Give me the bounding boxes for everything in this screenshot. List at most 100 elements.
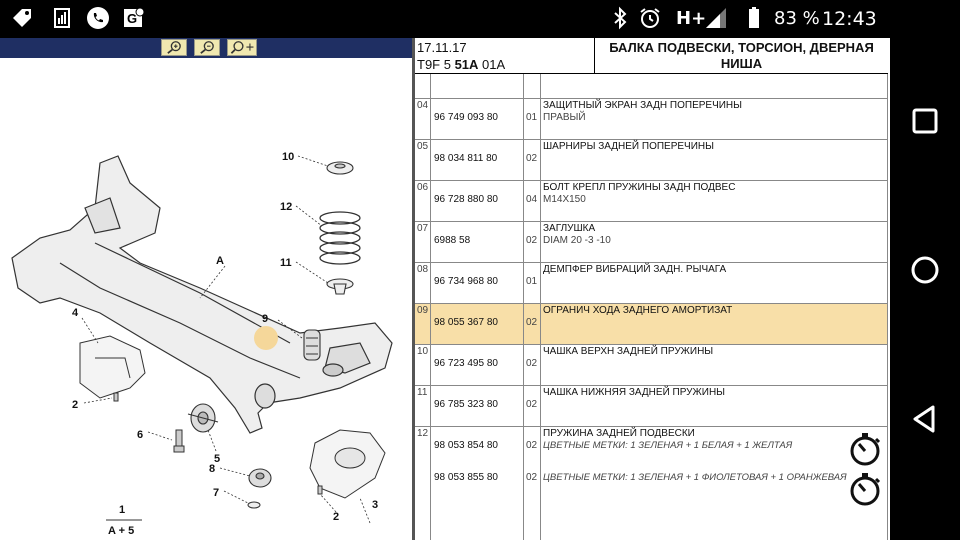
part-description: ЧАШКА НИЖНЯЯ ЗАДНЕЙ ПРУЖИНЫ (543, 387, 726, 398)
callout-10[interactable]: 10 (282, 151, 294, 163)
part-number[interactable]: 98 055 367 80 (434, 317, 498, 328)
part-number[interactable]: 98 053 854 80 (434, 440, 498, 451)
callout-a[interactable]: A (216, 255, 224, 267)
row-number: 07 (415, 222, 431, 262)
zoom-out-icon[interactable] (194, 39, 220, 56)
part-spec: M14X150 (543, 194, 586, 205)
navigation-bar (890, 0, 960, 540)
quantity: 04 (526, 194, 538, 205)
callout-8[interactable]: 8 (209, 463, 215, 475)
header-date: 17.11.17 (417, 40, 467, 55)
heat-shield-3 (309, 429, 386, 499)
quantity: 02 (526, 153, 538, 164)
callout-3[interactable]: 3 (372, 499, 378, 511)
row-number: 08 (415, 263, 431, 303)
part-number[interactable]: 98 034 811 80 (434, 153, 498, 164)
part-spec: ПРАВЫЙ (543, 112, 586, 123)
header-info: 17.11.17 T9F 5 51A 01A (415, 38, 595, 74)
variant-note: ЦВЕТНЫЕ МЕТКИ: 1 ЗЕЛЕНАЯ + 1 ФИОЛЕТОВАЯ … (543, 472, 847, 483)
quantity: 02 (526, 317, 538, 328)
alarm-icon (640, 8, 660, 28)
svg-text:G: G (127, 11, 137, 26)
callout-9[interactable]: 9 (262, 313, 268, 325)
quantity: 02 (526, 399, 538, 410)
callout-4[interactable]: 4 (72, 307, 79, 319)
maps-icon: G (124, 7, 145, 27)
callout-12[interactable]: 12 (280, 201, 292, 213)
part-description: ПРУЖИНА ЗАДНЕЙ ПОДВЕСКИ (543, 428, 695, 439)
part-description: ДЕМПФЕР ВИБРАЦИЙ ЗАДН. РЫЧАГА (543, 264, 727, 275)
part-spec: DIAM 20 -3 -10 (543, 235, 611, 246)
plug-7 (247, 501, 261, 509)
part-number[interactable]: 96 734 968 80 (434, 276, 498, 287)
diagram-toolbar (0, 38, 412, 58)
bump-stop-9 (303, 329, 321, 361)
quantity: 01 (526, 112, 538, 123)
part-number[interactable]: 96 749 093 80 (434, 112, 498, 123)
header-code: T9F 5 51A 01A (417, 57, 506, 72)
zoom-move-icon[interactable] (227, 39, 257, 56)
part-number[interactable]: 96 728 880 80 (434, 194, 498, 205)
stopwatch-icon[interactable] (847, 471, 883, 507)
part-description: ОГРАНИЧ ХОДА ЗАДНЕГО АМОРТИЗАТ (543, 305, 733, 316)
signal-icon (706, 8, 726, 28)
part-number[interactable]: 6988 58 (434, 235, 471, 246)
diagram-pane[interactable]: 10 12 11 A 9 4 2 6 5 8 7 2 3 1 A + 5 (0, 38, 412, 540)
part-number[interactable]: 96 723 495 80 (434, 358, 498, 369)
heat-shield-4 (79, 335, 146, 399)
stopwatch-icon[interactable] (847, 431, 883, 467)
callout-7[interactable]: 7 (213, 487, 219, 499)
bolt-6 (173, 429, 185, 453)
part-description: БОЛТ КРЕПЛ ПРУЖИНЫ ЗАДН ПОДВЕС (543, 182, 736, 193)
variant-note: ЦВЕТНЫЕ МЕТКИ: 1 ЗЕЛЕНАЯ + 1 БЕЛАЯ + 1 Ж… (543, 440, 793, 451)
callout-1[interactable]: 1 (119, 504, 125, 516)
back-button[interactable] (900, 394, 950, 444)
clock: 12:43 (822, 8, 877, 30)
quantity: 01 (526, 276, 538, 287)
zoom-in-icon[interactable] (161, 39, 187, 56)
pane-divider[interactable] (412, 38, 415, 540)
quantity: 02 (526, 472, 538, 483)
leader-lines (81, 155, 371, 524)
row-number: 12 (415, 427, 431, 540)
row-number: 06 (415, 181, 431, 221)
part-number[interactable]: 96 785 323 80 (434, 399, 498, 410)
network-type: H+ (676, 8, 707, 29)
lower-spring-cup-11 (326, 278, 354, 295)
screw-2 (113, 392, 323, 495)
tag-icon (13, 9, 31, 27)
app-content: 10 12 11 A 9 4 2 6 5 8 7 2 3 1 A + 5 17.… (0, 38, 890, 540)
bluetooth-icon (614, 6, 627, 30)
callout-6[interactable]: 6 (137, 429, 143, 441)
page-title: БАЛКА ПОДВЕСКИ, ТОРСИОН, ДВЕРНАЯ НИША (595, 38, 888, 74)
quantity: 02 (526, 358, 538, 369)
damper-8 (248, 468, 272, 488)
battery-percent: 83 % (774, 8, 820, 29)
part-number[interactable]: 98 053 855 80 (434, 472, 498, 483)
recent-apps-button[interactable] (900, 96, 950, 146)
table-row-blank (415, 74, 888, 99)
callout-2-right[interactable]: 2 (333, 511, 339, 523)
battery-icon (749, 7, 759, 28)
callout-5[interactable]: 5 (214, 453, 220, 465)
home-button[interactable] (900, 245, 950, 295)
quantity: 02 (526, 440, 538, 451)
coil-spring-12 (319, 211, 361, 265)
callout-2-left[interactable]: 2 (72, 399, 78, 411)
phone-icon (87, 7, 109, 29)
row-number: 05 (415, 140, 431, 180)
callout-11[interactable]: 11 (280, 257, 292, 269)
upper-spring-cup-10 (326, 161, 354, 175)
row-number: 10 (415, 345, 431, 385)
part-description: ШАРНИРЫ ЗАДНЕЙ ПОПЕРЕЧИНЫ (543, 141, 714, 152)
bushing-5 (187, 403, 219, 433)
